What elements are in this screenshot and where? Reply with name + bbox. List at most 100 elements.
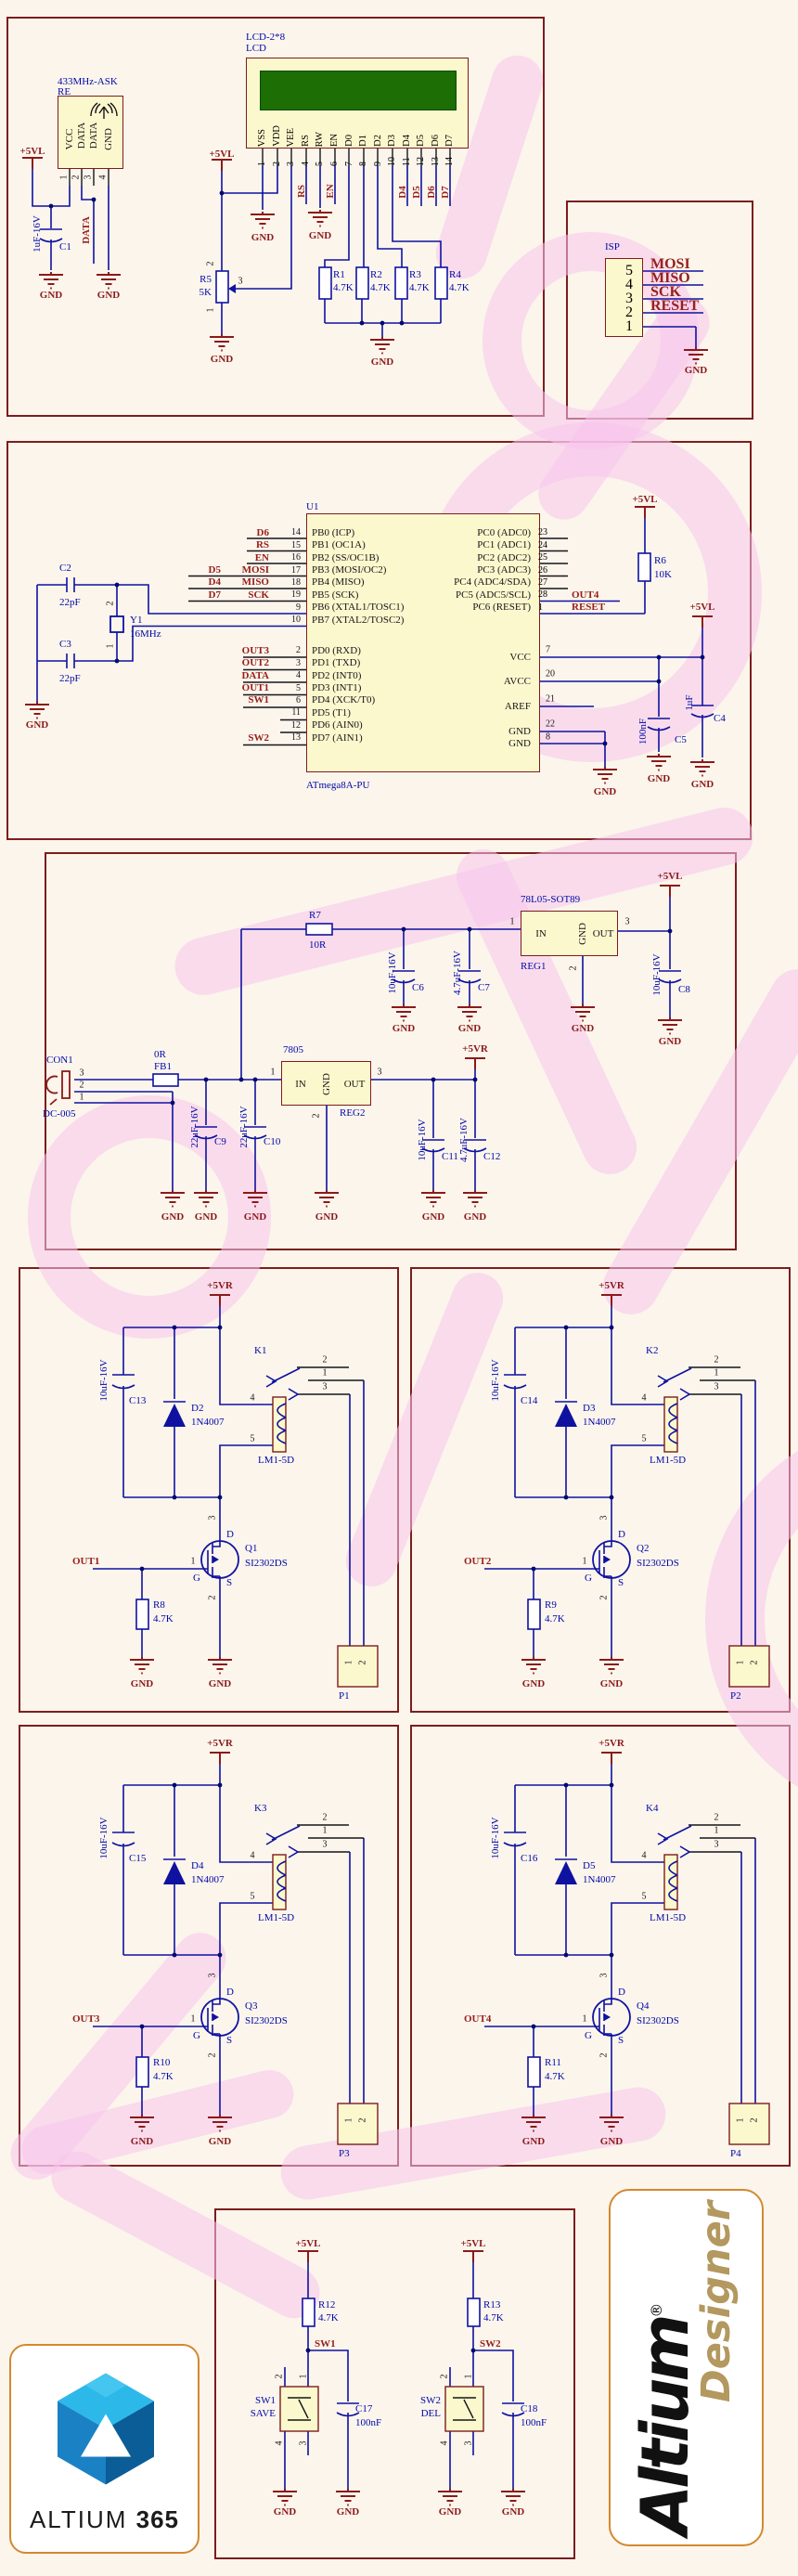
relay-pin2: 2: [322, 1812, 328, 1823]
pin-cell: 8: [356, 152, 371, 166]
pin-cell: SW2 13 PD7 (AIN1): [189, 731, 375, 744]
y1-pin2: 2: [105, 601, 116, 606]
con1-pin1: 1: [79, 1092, 84, 1103]
gnd-label: GND: [315, 1210, 339, 1223]
fet-d-label: D: [618, 1986, 625, 1998]
y1-value: 16MHz: [130, 628, 161, 640]
pin-cell: 4: [299, 152, 314, 166]
r1-value: 4.7K: [333, 281, 354, 293]
resistor-ref: R8: [153, 1599, 165, 1611]
pushbutton-body: [444, 2386, 484, 2432]
con1-pin3: 3: [79, 1068, 84, 1079]
relay-block-wiring: [484, 1752, 770, 2145]
cell-text: 5: [315, 162, 326, 166]
relay-ref: K2: [646, 1344, 659, 1356]
reg1-part: 78L05-SOT89: [521, 893, 581, 905]
pin-cell: OUT3 2 PD0 (RXD): [189, 644, 375, 656]
fet-s-label: S: [617, 2034, 624, 2046]
cell-text: 10: [387, 157, 398, 166]
pin-net: RS: [255, 539, 269, 551]
cap-ref: C14: [521, 1394, 538, 1406]
pin-cell: VDD: [270, 110, 285, 147]
pin-net: SW2: [248, 731, 269, 744]
reg2-part: 7805: [283, 1043, 303, 1055]
cell-text: 3: [625, 290, 633, 306]
relay-pin3: 3: [714, 1839, 719, 1850]
fet-part: SI2302DS: [637, 2014, 679, 2026]
relay-pin3: 3: [322, 1839, 328, 1850]
pin-cell: D6: [429, 110, 444, 147]
r2-value: 4.7K: [370, 281, 391, 293]
reg1-out: OUT: [592, 927, 614, 939]
rf-title: 433MHz-ASK: [58, 75, 118, 87]
y1-ref: Y1: [130, 614, 143, 626]
reg1-pin1: 1: [509, 916, 515, 927]
pin-cell: D1: [356, 110, 371, 147]
resistor-value: 4.7K: [153, 2070, 174, 2082]
net-5vl: +5VL: [295, 2237, 321, 2249]
c7-value: 4.7uF-16V: [451, 951, 463, 995]
relay-pin4: 4: [250, 1392, 255, 1404]
pin-number: 14: [291, 527, 301, 538]
pin-cell: OUT2 3 PD1 (TXD): [189, 656, 375, 668]
switch-net-label: SW2: [480, 2337, 501, 2349]
pin-name: PB1 (OC1A): [312, 539, 366, 551]
cell-text: 9: [372, 162, 383, 166]
gnd-label: GND: [684, 364, 708, 376]
switch-pin3: 3: [298, 2440, 309, 2446]
switch-pin1: 1: [463, 2374, 474, 2379]
pin-cell: D4 MISO 18 PB4 (MISO): [189, 576, 404, 589]
pin-number: 9: [296, 602, 301, 613]
net-5vl: +5VL: [209, 148, 235, 160]
pin-name: PC3 (ADC3): [477, 564, 531, 576]
cell-text: 14: [444, 157, 456, 166]
pin-number: 19: [291, 589, 301, 601]
out-net-label: OUT2: [464, 1555, 492, 1567]
fet-pin-s-num: 2: [598, 2052, 610, 2058]
y1-pin1: 1: [105, 643, 116, 649]
pin-number: 3: [296, 657, 301, 668]
conn-pin1: 1: [735, 1660, 746, 1665]
cell-text: D0: [343, 135, 354, 147]
pin-net: OUT1: [241, 682, 269, 694]
c6-ref: C6: [412, 981, 424, 993]
switch-branch-wiring: [437, 2250, 526, 2506]
reg2-out: OUT: [343, 1078, 366, 1090]
relay-pin1: 1: [714, 1825, 719, 1836]
fet-s-label: S: [225, 1576, 233, 1588]
cell-text: D1: [358, 135, 369, 147]
pushbutton-body: [279, 2386, 319, 2432]
relay-ref: K1: [254, 1344, 267, 1356]
pin-cell: SW1 6 PD4 (XCK/T0): [189, 694, 375, 706]
pin-number: 28: [538, 589, 547, 601]
fet-d-label: D: [226, 1986, 234, 1998]
pin-number: 15: [291, 539, 301, 550]
diode-ref: D5: [583, 1859, 596, 1871]
reg2-ref: REG2: [340, 1107, 366, 1119]
cell-text: 2: [271, 162, 282, 166]
pin-name: PC6 (RESET): [472, 602, 531, 614]
con1-ref: CON1: [46, 1054, 73, 1066]
fet-pin-g-num: 1: [190, 1556, 196, 1567]
fet-part: SI2302DS: [637, 1557, 679, 1569]
pin-net: SCK: [248, 589, 269, 601]
cap-ref: C18: [521, 2402, 538, 2414]
pin-number: 10: [291, 615, 301, 626]
gnd-label: GND: [421, 1210, 445, 1223]
altium-365-logo: ALTIUM 365: [9, 2344, 200, 2554]
gnd-label: GND: [647, 772, 671, 784]
pin-name: PD6 (AIN0): [312, 719, 363, 731]
relay-pin1: 1: [322, 1367, 328, 1379]
pin-cell: D2: [370, 110, 385, 147]
conn-pin2: 2: [749, 1660, 760, 1665]
pin-cell: MOSI: [650, 256, 699, 272]
gnd-label: GND: [370, 356, 394, 368]
reg2-pin2: 2: [311, 1113, 322, 1119]
relay-pin3: 3: [714, 1381, 719, 1392]
pin-name: PD7 (AIN1): [312, 731, 363, 744]
pin-number: 11: [291, 707, 301, 718]
cap-ref: C17: [355, 2402, 373, 2414]
c1-value: 1uF-16V: [31, 215, 43, 252]
rf-pin-gnd: GND: [102, 128, 114, 150]
